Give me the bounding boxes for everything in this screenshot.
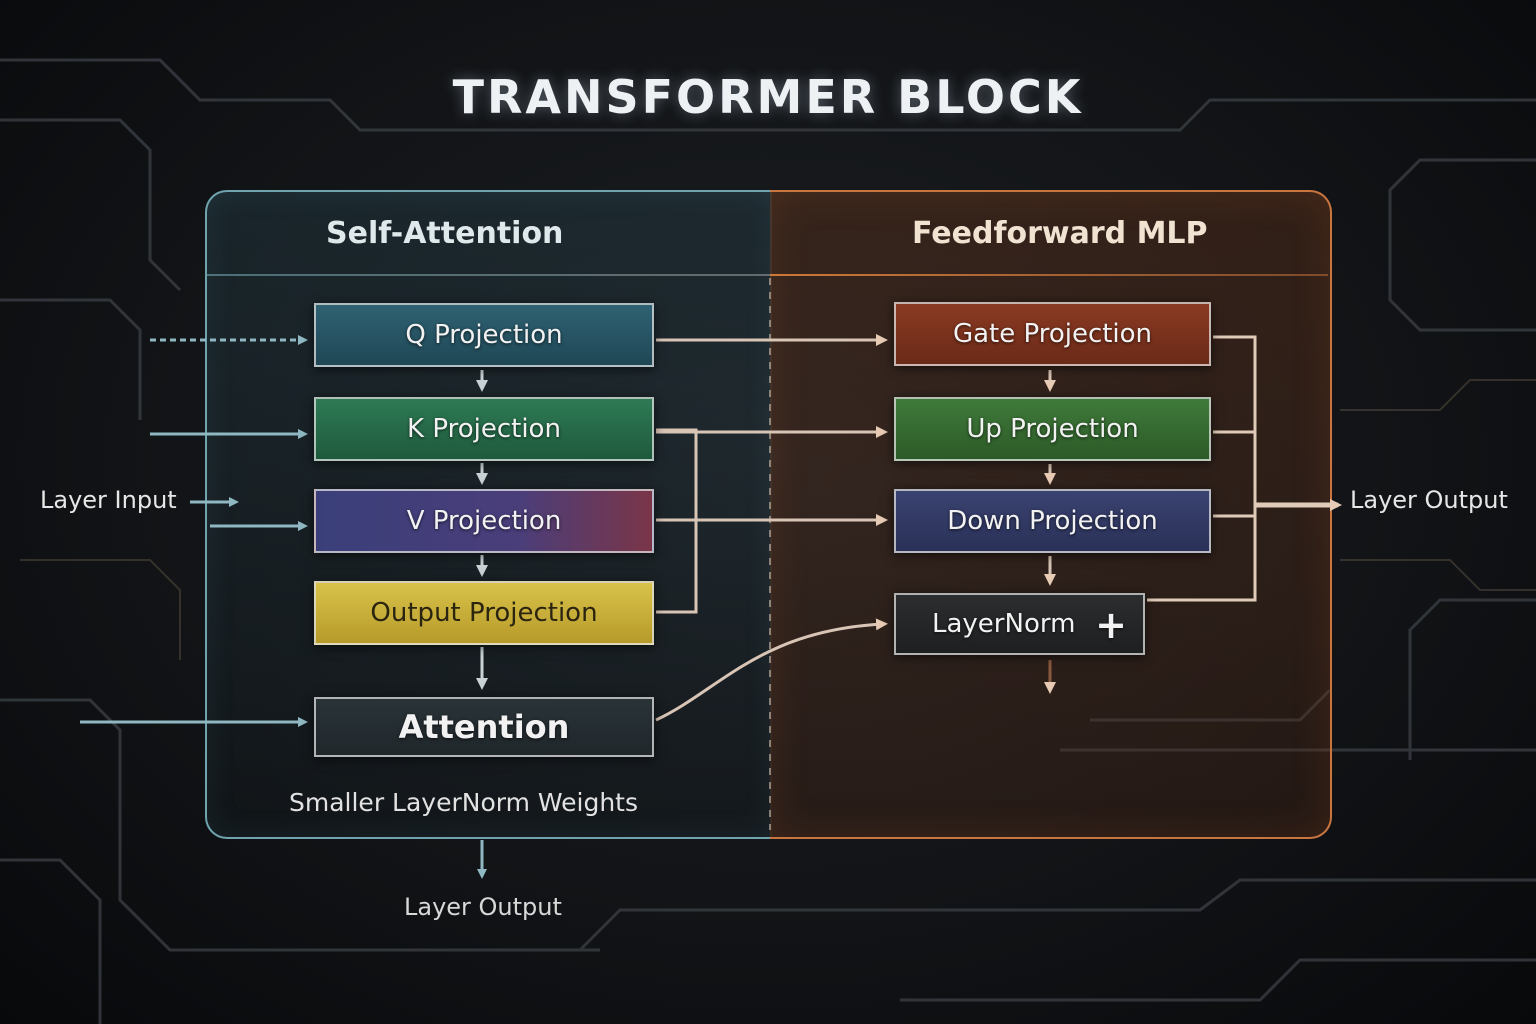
layernorm-box: LayerNorm + xyxy=(894,593,1145,655)
layer-input-label: Layer Input xyxy=(40,486,177,514)
gate-projection-label: Gate Projection xyxy=(952,319,1153,349)
layer-output-right-label: Layer Output xyxy=(1350,486,1508,514)
k-projection-label: K Projection xyxy=(407,414,561,444)
q-projection-label: Q Projection xyxy=(405,320,563,350)
v-projection-box: V Projection xyxy=(314,489,654,553)
output-projection-label: Output Projection xyxy=(370,598,598,628)
up-projection-label: Up Projection xyxy=(966,414,1139,444)
plus-icon: + xyxy=(1095,603,1127,647)
self-attention-header-divider xyxy=(207,274,770,276)
bus-gate xyxy=(1147,335,1257,602)
attention-label: Attention xyxy=(398,708,570,746)
output-projection-box: Output Projection xyxy=(314,581,654,645)
attention-box: Attention xyxy=(314,697,654,757)
gate-projection-box: Gate Projection xyxy=(894,302,1211,366)
q-projection-box: Q Projection xyxy=(314,303,654,367)
diagram-title: TRANSFORMER BLOCK xyxy=(452,70,1084,124)
down-projection-label: Down Projection xyxy=(947,506,1158,536)
self-attention-title: Self-Attention xyxy=(326,216,564,251)
k-projection-box: K Projection xyxy=(314,397,654,461)
curve-attention-to-layernorm xyxy=(655,618,888,722)
layernorm-label: LayerNorm xyxy=(932,609,1076,639)
down-projection-box: Down Projection xyxy=(894,489,1211,553)
v-projection-label: V Projection xyxy=(406,506,562,536)
bracket-k-output xyxy=(656,428,698,614)
smaller-layernorm-weights-note: Smaller LayerNorm Weights xyxy=(289,788,638,817)
up-projection-box: Up Projection xyxy=(894,397,1211,461)
layer-output-bottom-label: Layer Output xyxy=(404,893,562,921)
feedforward-header-divider xyxy=(770,274,1328,276)
feedforward-mlp-title: Feedforward MLP xyxy=(912,216,1208,251)
